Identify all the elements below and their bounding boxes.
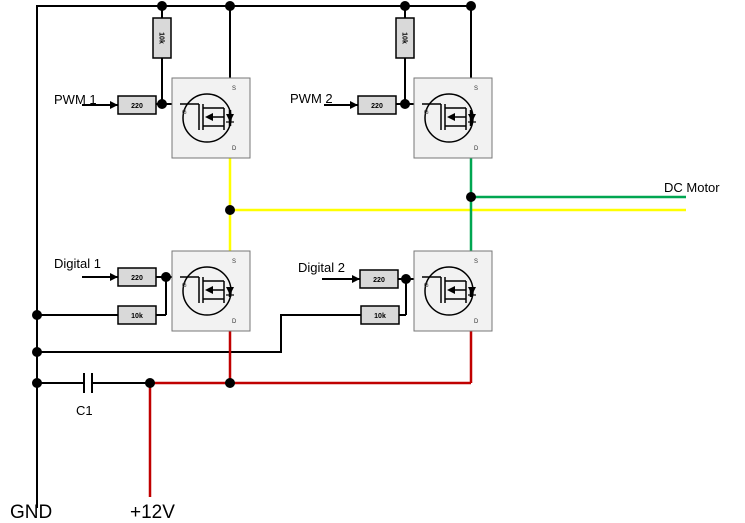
resistor-label: 10k: [401, 32, 408, 44]
digital1-label: Digital 1: [54, 256, 101, 271]
arrow-icon: [110, 273, 118, 281]
mosfet-top-left: G S D: [171, 77, 251, 159]
junction-dot: [466, 192, 476, 202]
junction-dot: [225, 1, 235, 11]
resistor-label: 10k: [131, 313, 143, 320]
mosfet-top-right: G S D: [413, 77, 493, 159]
junction-dot: [145, 378, 155, 388]
resistor-gate-pwm1: 220: [117, 95, 157, 115]
resistor-bias-digital2: 10k: [360, 305, 400, 325]
mosfet-channel-overlay: [228, 110, 473, 297]
source-pin-label: S: [232, 86, 236, 92]
dc-motor-label: DC Motor: [664, 180, 720, 195]
arrow-icon: [350, 101, 358, 109]
gate-pin-label: G: [182, 110, 187, 116]
plus12v-label: +12V: [130, 502, 175, 523]
junction-dot: [161, 272, 171, 282]
gate-pin-label: G: [424, 283, 429, 289]
junction-dots: [32, 1, 476, 388]
drain-pin-label: D: [474, 319, 479, 325]
junction-dot: [401, 274, 411, 284]
junction-dot: [400, 1, 410, 11]
resistor-label: 10k: [374, 313, 386, 320]
gate-pin-label: G: [424, 110, 429, 116]
junction-dot: [466, 1, 476, 11]
pwm2-label: PWM 2: [290, 91, 333, 106]
junction-dot: [400, 99, 410, 109]
arrow-icon: [352, 275, 360, 283]
source-pin-label: S: [474, 86, 478, 92]
resistor-gate-digital1: 220: [117, 267, 157, 287]
source-pin-label: S: [474, 259, 478, 265]
resistor-label: 220: [371, 103, 383, 110]
junction-dot: [225, 205, 235, 215]
black-wires: [36, 5, 472, 508]
mosfet-bottom-left: G S D: [171, 250, 251, 332]
drain-pin-label: D: [232, 319, 237, 325]
digital2-label: Digital 2: [298, 260, 345, 275]
resistor-label: 220: [131, 275, 143, 282]
junction-dot: [32, 378, 42, 388]
resistor-pullup-right: 10k: [395, 17, 415, 59]
resistor-bias-digital1: 10k: [117, 305, 157, 325]
resistor-gate-pwm2: 220: [357, 95, 397, 115]
junction-dot: [157, 99, 167, 109]
gnd-label: GND: [10, 502, 52, 523]
c1-label: C1: [76, 403, 93, 418]
green-wires: [469, 126, 686, 290]
arrow-icon: [110, 101, 118, 109]
pwm1-label: PWM 1: [54, 92, 97, 107]
labels: PWM 1 PWM 2 Digital 1 Digital 2 DC Motor…: [10, 91, 720, 523]
input-arrows: [110, 101, 360, 283]
wire: [37, 314, 361, 353]
junction-dot: [32, 310, 42, 320]
capacitor-c1: [83, 373, 93, 393]
drain-pin-label: D: [474, 146, 479, 152]
drain-pin-label: D: [232, 146, 237, 152]
junction-dot: [157, 1, 167, 11]
gnd-rail-wire: [36, 5, 471, 508]
resistor-label: 10k: [158, 32, 165, 44]
resistor-gate-digital2: 220: [359, 269, 399, 289]
resistor-pullup-left: 10k: [152, 17, 172, 59]
mosfet-bottom-right: G S D: [413, 250, 493, 332]
resistors: 10k 10k 220 220 220 220 10k 10k: [117, 17, 415, 325]
junction-dot: [32, 347, 42, 357]
junction-dot: [225, 378, 235, 388]
gate-pin-label: G: [182, 283, 187, 289]
source-pin-label: S: [232, 259, 236, 265]
resistor-label: 220: [373, 277, 385, 284]
resistor-label: 220: [131, 103, 143, 110]
